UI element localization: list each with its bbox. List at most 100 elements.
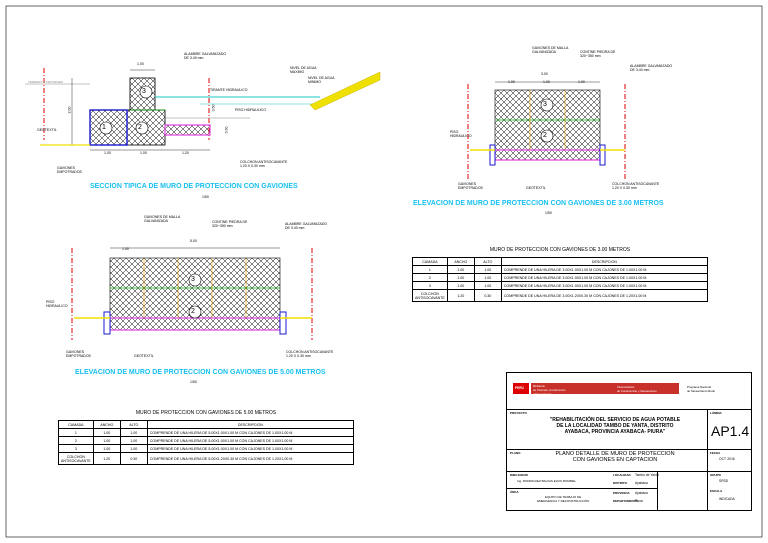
label-gaviones-e3: GAVIONES EMPOTRADOS	[458, 182, 483, 190]
label-gaviones: GAVIONES EMPOTRADOS	[57, 166, 82, 174]
table-cell: COMPRENDE DE UNA HILERA DE 5.00X1.00X1.0…	[146, 436, 355, 445]
departamento-label: DEPARTAMENTO	[613, 499, 638, 503]
table-cell: COMPRENDE DE UNA HILERA DE 5.00X1.00X1.0…	[146, 444, 355, 453]
dim-h-total: 2.00	[67, 106, 72, 114]
label-piso-e3: PISO HIDRAULICO	[450, 130, 472, 138]
proyecto-label: PROYECTO	[510, 411, 527, 415]
program-label: Programa Nacional de Saneamiento Rural	[687, 385, 715, 393]
area-value: EQUIPO DE TRABAJO DE EMERGENCIA Y RECONS…	[537, 495, 590, 503]
caption-typical: SECCION TIPICA DE MURO DE PROTECCION CON…	[90, 183, 298, 190]
table-cell: 2	[412, 273, 448, 282]
table-3m-title: MURO DE PROTECCION CON GAVIONES DE 3.00 …	[489, 247, 631, 253]
table-cell: COLCHON ANTISOCAVANTE	[412, 289, 448, 302]
dim-d3-e3: 1.00	[578, 80, 585, 84]
label-geotextil: GEOTEXTIL	[37, 128, 57, 132]
table-header-cell: ANCHO	[92, 420, 121, 429]
title-block: PERÚ Ministerio de Vivienda, Construcció…	[506, 372, 752, 511]
scale-elev3: 1/50	[545, 211, 552, 215]
dim-total-e5: 5.00	[190, 239, 197, 243]
vice-label: Viceministerio de Construcción y Saneami…	[617, 385, 657, 393]
peru-logo	[513, 383, 529, 394]
dibujo-value: Ing. RODRIGUEZ BALVAS ELVIS ROMMEL	[517, 479, 577, 483]
table-cell: 2	[58, 436, 94, 445]
table-cell: 1.00	[92, 444, 121, 453]
table-cell: 1.00	[119, 428, 148, 437]
table-cell: 1	[412, 265, 448, 274]
fecha-label: FECHA	[710, 451, 721, 455]
ministry-label: Ministerio de Vivienda, Construcción y S…	[533, 384, 566, 396]
dim-d-e5: 1.00	[122, 247, 129, 251]
table-5m-title: MURO DE PROTECCION CON GAVIONES DE 5.00 …	[135, 410, 277, 416]
label-geotextil-e5: GEOTEXTIL	[134, 354, 154, 358]
escala-label: ESCALA	[710, 489, 723, 493]
label-piedra-e3: CONTINE PIEDRA DE 320~350 mm	[580, 50, 616, 58]
table-header-cell: CAMADA	[412, 257, 448, 266]
label-malla-e5: GAVIONES DE MALLA GALVANIZADA	[144, 215, 181, 223]
table-cell: 1.00	[92, 436, 121, 445]
departamento-value: Piura	[635, 499, 643, 503]
table-cell: 1.00	[446, 265, 475, 274]
provincia-label: PROVINCIA	[613, 491, 630, 495]
localidad-value: Tambo de Yanta	[635, 473, 659, 477]
localidad-label: LOCALIDAD	[613, 473, 631, 477]
caption-elev3: ELEVACION DE MURO DE PROTECCION CON GAVI…	[413, 200, 664, 207]
table-cell: COMPRENDE DE UNA HILERA DE 3.00X1.00X1.0…	[500, 273, 709, 282]
table-header-cell: ALTO	[119, 420, 148, 429]
table-cell: 1.00	[92, 428, 121, 437]
label-alambre-e5: ALAMBRE GALVANIZADO DE 3.40 mm	[285, 222, 328, 230]
typical-section-drawing	[25, 68, 381, 151]
camada-1-label: 1	[102, 124, 106, 131]
table-cell: COLCHON ANTISOCAVANTE	[58, 452, 94, 465]
dim-d1-e3: 1.00	[508, 80, 515, 84]
label-tirante: TIRANTE HIDRAULICO	[210, 88, 248, 92]
label-nivel-min: NIVEL DE AGUA MINIMO	[308, 76, 335, 84]
plano-label: PLANO	[510, 451, 521, 455]
label-piso: PISO HIDRAULICO	[235, 108, 266, 112]
dim-b1: 1.00	[104, 151, 111, 155]
dibujo-label: DIBUJADOR	[510, 473, 528, 477]
camada-3-label-e3: 3	[543, 101, 547, 108]
camada-3-label-e5: 3	[191, 276, 195, 283]
fecha-value: OCT. 2016	[719, 457, 735, 461]
table-header-cell: ALTO	[473, 257, 502, 266]
table-header-cell: ANCHO	[446, 257, 475, 266]
distrito-value: Ayabaca	[635, 481, 648, 485]
dim-top: 1.00	[137, 62, 144, 66]
plano-title: PLANO DETALLE DE MURO DE PROTECCION CON …	[555, 451, 675, 463]
elevation-3m-drawing	[467, 81, 626, 180]
sheet-number: AP1.4	[711, 423, 750, 439]
grupo-value: SRSD	[719, 479, 729, 483]
dim-h: 0.30	[224, 126, 229, 134]
dim-b2: 1.00	[140, 151, 147, 155]
table-cell: COMPRENDE DE UNA HILERA DE 3.00X1.00X1.0…	[500, 281, 709, 290]
table-cell: 1.00	[446, 273, 475, 282]
area-label: ÁREA	[510, 490, 519, 494]
label-colchon-e5: COLCHON ANTISOCAVANTE 1.20 X 0.30 mm	[286, 350, 334, 358]
table-cell: 3	[58, 444, 94, 453]
distrito-label: DISTRITO	[613, 481, 627, 485]
table-header-cell: DESCRIPCION	[146, 420, 355, 429]
label-malla-e3: GAVIONES DE MALLA GALVANIZADA	[532, 46, 569, 54]
dim-b3: 1.20	[182, 151, 189, 155]
dim-total-e3: 3.00	[541, 72, 548, 76]
dim-h2: 0.50	[211, 104, 216, 112]
label-gaviones-e5: GAVIONES EMPOTRADOS	[66, 350, 91, 358]
table-cell: 0.30	[473, 289, 502, 302]
table-cell: COMPRENDE DE UNA HILERA DE 3.00X1.20X0.3…	[500, 289, 709, 302]
table-cell: 1	[58, 428, 94, 437]
table-cell: COMPRENDE DE UNA HILERA DE 5.00X1.20X0.3…	[146, 452, 355, 465]
camada-3-label: 3	[142, 88, 146, 95]
